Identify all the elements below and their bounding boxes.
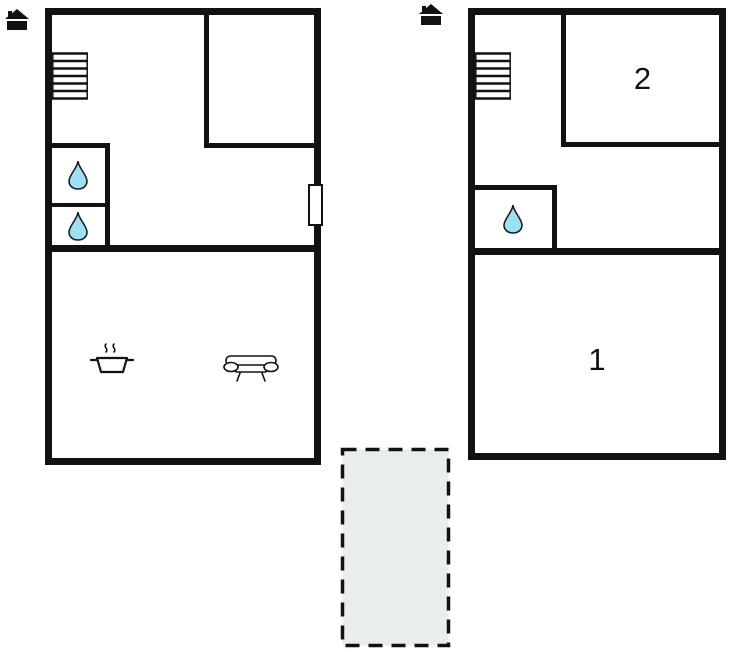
door-opening-marker [308, 184, 323, 226]
terrace-area [340, 447, 451, 648]
stairs-icon [52, 52, 88, 100]
water-drop-icon [503, 204, 523, 234]
room-label-2: 2 [633, 60, 652, 96]
wall-bath-top [475, 185, 557, 190]
water-drop-icon [68, 211, 88, 241]
wall-living-room-divider [52, 245, 314, 252]
water-drop-icon [68, 160, 88, 190]
wall-bath-vertical [552, 185, 557, 255]
wall-bath-divider [52, 203, 105, 207]
main-house-icon [5, 9, 29, 30]
wall-room2-vertical [561, 15, 566, 147]
main-house-icon [419, 4, 443, 25]
wall-room2-horizontal [561, 142, 719, 147]
left-plan-outline [45, 8, 321, 465]
stairs-icon [475, 52, 511, 100]
room-label-1: 1 [588, 341, 606, 377]
right-plan-outline [468, 8, 726, 460]
wall-top-room-vertical [204, 15, 209, 148]
wall-top-room-horizontal [204, 143, 314, 148]
wall-bath-top [52, 143, 110, 148]
stove-pot-icon [89, 343, 135, 374]
wall-room1-divider [475, 248, 719, 255]
wall-bath-vertical [105, 143, 110, 252]
sofa-icon [223, 355, 279, 382]
